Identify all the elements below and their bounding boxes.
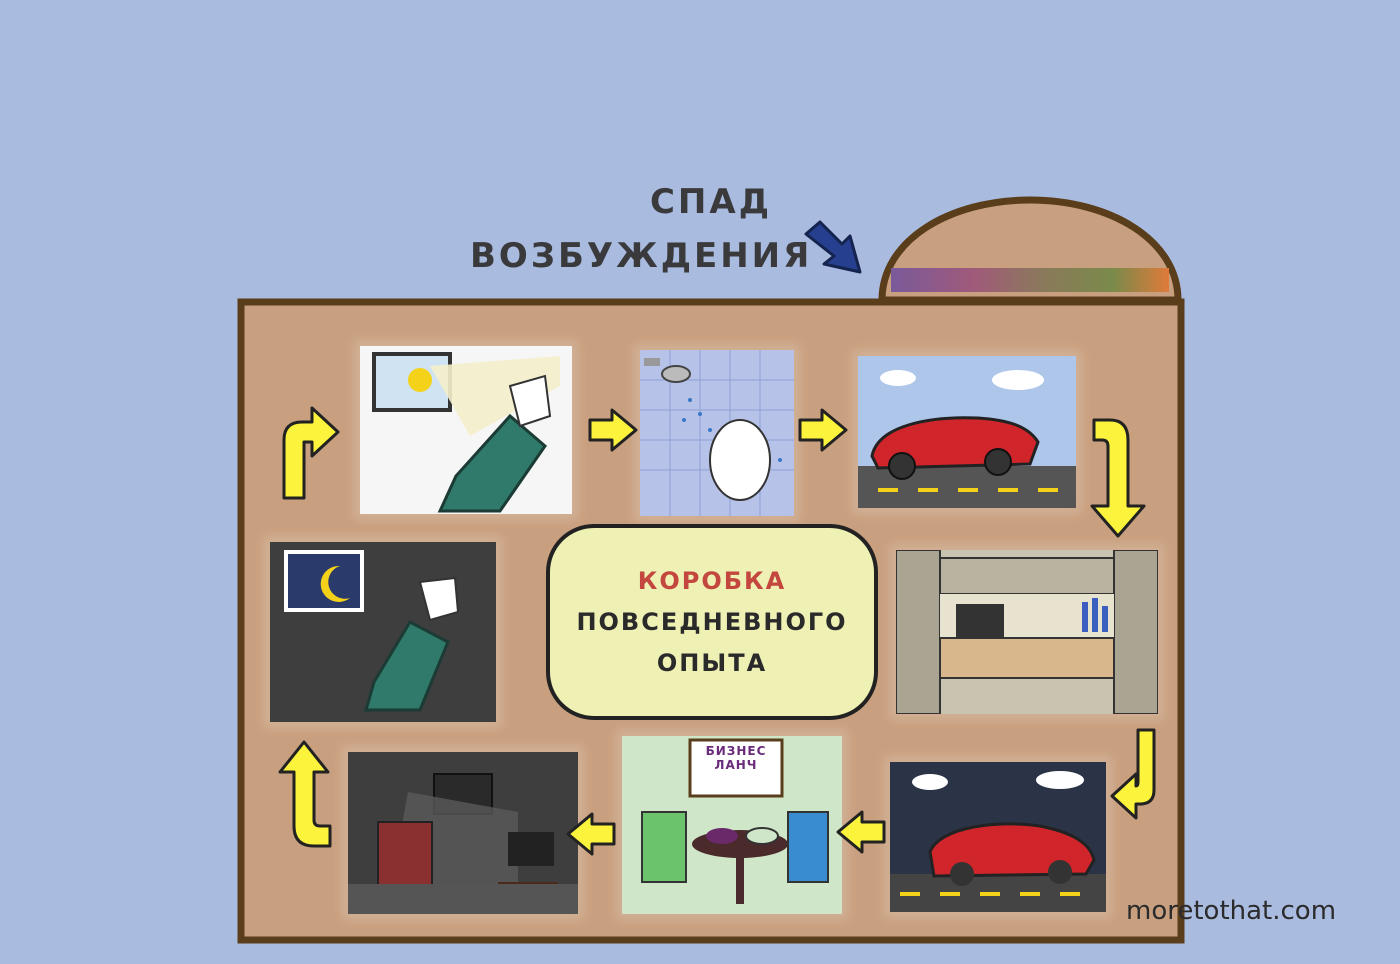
panel-night-sleep xyxy=(270,542,496,722)
panel-drive-night xyxy=(890,762,1106,912)
moon-icon xyxy=(320,565,350,602)
car-icon xyxy=(870,416,1040,480)
shower-icon xyxy=(644,358,691,383)
center-line-1: КОРОБКА xyxy=(637,566,787,595)
panel-office xyxy=(896,550,1158,714)
car-icon xyxy=(928,822,1096,886)
panel-wake-up xyxy=(360,346,572,514)
lunch-sign-text: БИЗНЕС ЛАНЧ xyxy=(705,744,767,772)
panel-lunch: БИЗНЕС ЛАНЧ xyxy=(622,736,842,914)
center-label-box: КОРОБКА ПОВСЕДНЕВНОГО ОПЫТА xyxy=(546,524,878,720)
sun-icon xyxy=(408,368,432,392)
title-line-1: СПАД xyxy=(649,182,772,222)
panel-drive-day xyxy=(858,356,1076,508)
pointer-arrow-icon xyxy=(804,220,862,274)
center-line-2: ПОВСЕДНЕВНОГО xyxy=(576,607,848,636)
credit-text: moretothat.com xyxy=(1126,896,1337,926)
title-line-2: ВОЗБУЖДЕНИЯ xyxy=(470,236,813,276)
panel-evening-tv xyxy=(348,752,578,914)
center-line-3: ОПЫТА xyxy=(656,648,768,677)
panel-shower xyxy=(640,350,794,516)
